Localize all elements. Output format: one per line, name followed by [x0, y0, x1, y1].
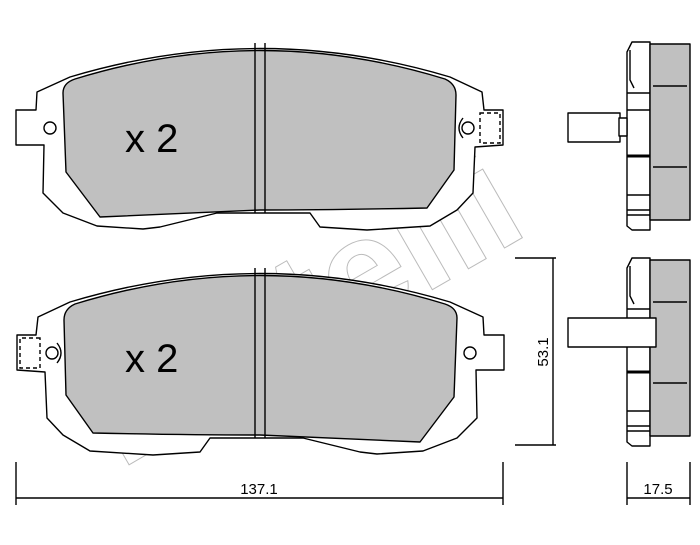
- width-dimension: 137.1: [15, 462, 504, 505]
- thickness-dimension: 17.5: [626, 462, 691, 505]
- pad-front-view-bottom: [16, 267, 505, 456]
- pad-side-view-top: [567, 40, 692, 232]
- height-value: 53.1: [535, 337, 552, 366]
- pad-front-view-top: [15, 42, 504, 231]
- height-dimension: 53.1: [515, 257, 556, 446]
- width-value: 137.1: [240, 481, 278, 498]
- quantity-label-top: x 2: [125, 117, 178, 161]
- quantity-label-bottom: x 2: [125, 337, 178, 381]
- pad-side-view-bottom: [567, 256, 692, 448]
- thickness-value: 17.5: [643, 481, 672, 498]
